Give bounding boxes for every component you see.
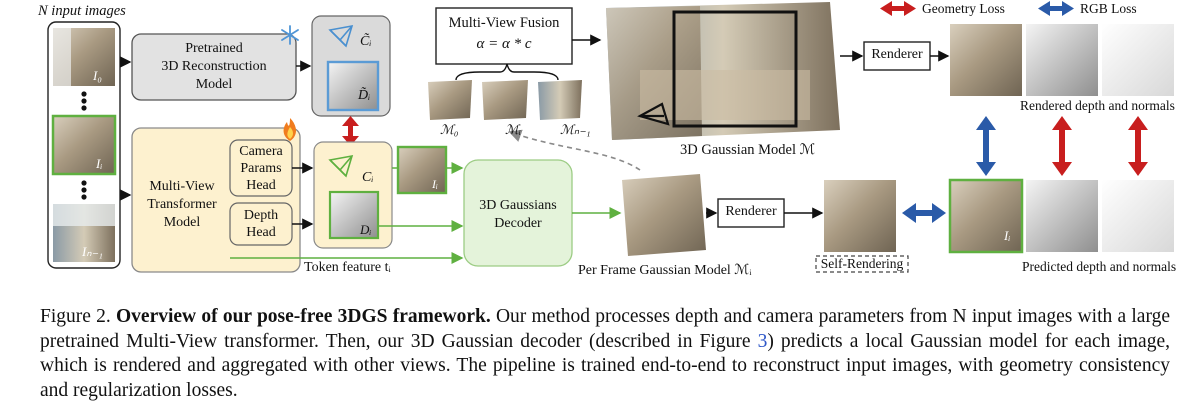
c-tilde-label: C̃ᵢ [360, 34, 372, 49]
caption-body-1: Our method processes depth and camera pa… [40, 306, 1170, 352]
view-frame [672, 10, 798, 128]
d-tilde-label: D̃ᵢ [358, 88, 371, 103]
m0-label: ℳ₀ [440, 122, 459, 137]
image-tag-first: I₀ [93, 68, 102, 83]
input-image-i [51, 114, 117, 176]
rgb-loss-arrow-horizontal [902, 203, 946, 223]
ellipsis-dots-bottom [81, 180, 87, 200]
ellipsis-dots-top [81, 91, 87, 111]
pretrained-line-2: 3D Reconstruction [161, 59, 267, 74]
predicted-camera-frustum-icon [328, 154, 354, 178]
caption-figure-ref[interactable]: 3 [757, 330, 768, 352]
camera-head-line-2: Params [240, 161, 282, 176]
mvt-line-3: Model [163, 215, 201, 230]
pretrained-model-box [131, 33, 297, 101]
predicted-rgb-tag: Iᵢ [1004, 228, 1011, 243]
camera-frustum-icon [328, 24, 354, 48]
global-gaussian-model [606, 2, 840, 140]
local-gaussian-mn [538, 80, 582, 120]
per-frame-gaussian-model [622, 174, 706, 256]
figure-caption: Figure 2. Overview of our pose-free 3DGS… [40, 305, 1170, 403]
token-feature-label: Token feature tᵢ [304, 260, 391, 275]
predicted-depth [1026, 180, 1098, 252]
input-images-label: N input images [38, 3, 126, 19]
fusion-box [435, 7, 573, 65]
renderer-bottom-label: Renderer [725, 204, 777, 219]
pipeline-diagram [47, 1, 1174, 273]
c-i-label: Cᵢ [362, 170, 374, 185]
image-tag-last: Iₙ₋₁ [82, 244, 103, 259]
local-gaussian-mi [482, 80, 528, 120]
pretrained-model-label: Pretrained 3D Reconstruction Model [132, 40, 296, 94]
pretrained-line-3: Model [195, 77, 233, 92]
image-i-thumbnail [396, 145, 448, 195]
dashed-arrow-to-mi [508, 129, 641, 171]
decoder-label: 3D Gaussians Decoder [464, 197, 572, 233]
renderer-bottom-box [717, 198, 785, 228]
camera-head-line-3: Head [246, 178, 276, 193]
self-rendering-label: Self-Rendering [820, 256, 904, 271]
camera-head-line-1: Camera [239, 144, 283, 159]
input-image-first [53, 28, 115, 86]
geometry-loss-legend-arrow [880, 1, 916, 16]
image-i-thumb-tag: Iᵢ [432, 177, 438, 191]
self-rendering-box [815, 255, 909, 273]
rendered-depth [1026, 24, 1098, 96]
image-tag-i: Iᵢ [96, 156, 103, 171]
caption-body-2: ) predicts a local Gaussian model for ea… [40, 330, 1170, 401]
local-gaussian-m0 [428, 80, 472, 120]
snowflake-icon [281, 25, 299, 45]
depth-head-line-1: Depth [243, 208, 279, 223]
rendered-label: Rendered depth and normals [1020, 98, 1175, 113]
renderer-top-label: Renderer [871, 47, 923, 62]
fusion-brace [455, 63, 559, 81]
fusion-title: Multi-View Fusion [448, 15, 560, 31]
rgb-loss-legend-label: RGB Loss [1080, 1, 1137, 16]
rgb-loss-arrow-vertical [976, 116, 996, 176]
predicted-rgb-gt [948, 178, 1024, 254]
caption-prefix: Figure 2. [40, 306, 111, 327]
gt-depth-map [326, 60, 380, 112]
decoder-line-2: Decoder [494, 216, 542, 231]
depth-head-label: Depth Head [230, 207, 292, 241]
camera-pose-icon [637, 102, 670, 126]
predicted-depth-map [328, 190, 380, 240]
rgb-loss-legend-arrow [1038, 1, 1074, 16]
predicted-normals [1102, 180, 1174, 252]
rendered-rgb [950, 24, 1022, 96]
gaussian-model-label: 3D Gaussian Model ℳ [680, 142, 816, 158]
caption-title: Overview of our pose-free 3DGS framework… [116, 306, 491, 327]
predicted-label: Predicted depth and normals [1022, 259, 1177, 274]
camera-head-label: Camera Params Head [230, 143, 292, 194]
depth-head-line-2: Head [246, 225, 276, 240]
geometry-loss-arrow-depth [1052, 116, 1072, 176]
self-rendered-image [824, 180, 896, 252]
d-i-label: Dᵢ [360, 222, 372, 237]
mi-label: ℳᵢ [505, 122, 521, 137]
mn-label: ℳₙ₋₁ [560, 122, 591, 137]
mvt-line-2: Transformer [147, 197, 217, 212]
mvt-line-1: Multi-View [149, 179, 215, 194]
rendered-normals [1102, 24, 1174, 96]
per-frame-model-label: Per Frame Gaussian Model ℳᵢ [578, 263, 752, 278]
fire-icon [283, 118, 296, 141]
geometry-loss-arrow-normals [1128, 116, 1148, 176]
pretrained-line-1: Pretrained [185, 41, 243, 56]
decoder-line-1: 3D Gaussians [479, 198, 557, 213]
fusion-formula: α = α * c [476, 36, 532, 52]
geometry-loss-arrow-camera [342, 116, 359, 146]
input-image-last [53, 204, 115, 262]
geometry-loss-legend-label: Geometry Loss [922, 1, 1005, 16]
mvt-model-label: Multi-View Transformer Model [136, 178, 228, 232]
